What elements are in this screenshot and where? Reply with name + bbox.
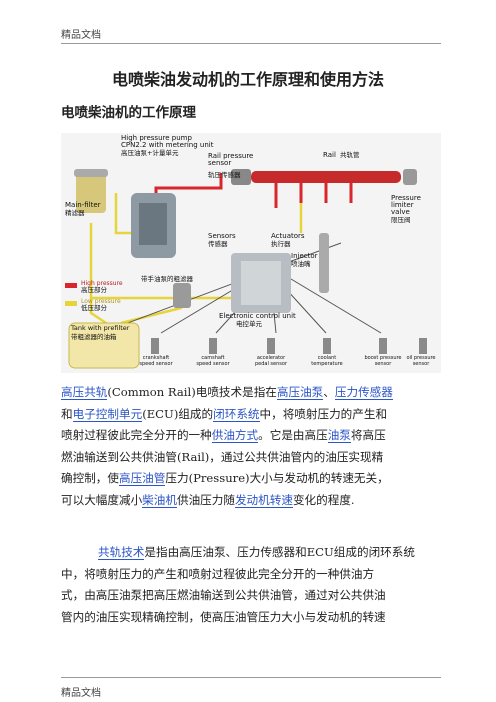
sensor-2-en2: speed sensor [196,361,230,367]
sensor-4-en1: coolant [318,355,336,361]
page-footer: 精品文档 [61,688,101,699]
mainfilter-label-zh: 精滤器 [65,208,85,217]
sensor-3-en1: accelerator [257,355,286,361]
main-filter [76,173,106,213]
injector-label-en: Injector [291,252,318,260]
legend-high-swatch [65,283,77,288]
legend-low-en: Low pressure [81,298,121,305]
link-closed-loop[interactable]: 闭环系统 [213,406,260,422]
rail-sensor-label-zh: 轨压传感器 [208,170,241,179]
sensor-5-en1: boost pressure [364,355,401,361]
limiter-label-en2: limiter [391,201,414,209]
link-pressure-sensor[interactable]: 压力传感器 [334,385,393,400]
legend-low-zh: 低压部分 [81,303,108,312]
rail-tube [251,171,401,183]
section-heading: 电喷柴油机的工作原理 [61,105,196,121]
link-engine-speed[interactable]: 发动机转速 [234,492,293,508]
rail-label-zh: 共轨管 [340,150,360,159]
link-high-pressure-pipe[interactable]: 高压油管 [118,471,166,487]
link-ecu[interactable]: 电子控制单元 [72,406,143,422]
rail-pressure-sensor [231,169,251,185]
fuel-tank [68,322,140,369]
sensor-1-en1: crankshaft [143,355,169,361]
sensor-1-en2: speed sensor [139,361,173,367]
sensor-6-en2: sensor [413,361,431,367]
paragraph-1: 高压共轨(Common Rail)电喷技术是指在高压油泵、压力传感器 和电子控制… [61,385,393,508]
injector-label-zh: 喷油嘴 [291,259,311,268]
pump-label-en2: CPN2.2 with metering unit [121,141,214,149]
actuators-label-en: Actuators [271,232,305,240]
hand-pump-prefilter [173,283,191,308]
pressure-limiter-valve [403,169,417,185]
ecu-label-zh: 电控单元 [236,319,263,328]
link-common-rail-tech[interactable]: 共轨技术 [98,545,145,560]
link-common-rail[interactable]: 高压共轨 [61,385,108,400]
handpump-label-zh: 带手油泵的粗滤器 [141,274,194,283]
legend-low-swatch [65,301,77,306]
pump-label-zh: 高压油泵+计量单元 [121,148,179,157]
page-title: 电喷柴油发动机的工作原理和使用方法 [111,70,384,89]
pump-label-en1: High pressure pump [121,134,192,142]
rail-sensor-label-en1: Rail pressure [208,152,253,160]
injector [319,233,329,293]
limiter-label-zh: 限压阀 [391,215,411,224]
tank-label-zh: 带粗滤器的油箱 [71,332,117,341]
rail-label-en: Rail [323,151,336,159]
sensors-label-en: Sensors [208,232,236,240]
link-diesel-engine[interactable]: 柴油机 [142,492,177,508]
page-header: 精品文档 [61,30,101,41]
sensors-label-zh: 传感器 [208,239,228,248]
link-oil-pump[interactable]: 油泵 [327,428,351,444]
legend-high-zh: 高压部分 [81,285,108,294]
sensor-icons [151,338,427,354]
sensor-3-en2: pedal sensor [255,361,288,367]
limiter-label-en1: Pressure [391,194,421,202]
sensor-6-en1: oil pressure [406,355,435,361]
mainfilter-label-en: Main-filter [65,201,101,209]
tank-label-en: Tank with prefilter [70,324,130,332]
header-rule [61,43,441,44]
limiter-label-en3: valve [391,208,410,216]
common-rail-diagram: High pressure pump CPN2.2 with metering … [61,133,441,373]
paragraph-2: 共轨技术是指由高压油泵、压力传感器和ECU组成的闭环系统 中，将喷射压力的产生和… [61,545,415,624]
legend-high-en: High pressure [81,280,123,287]
footer-rule [61,677,441,678]
sensor-5-en2: sensor [375,361,393,367]
sensor-4-en2: temperature [311,361,342,367]
link-high-pressure-pump[interactable]: 高压油泵 [276,385,324,400]
actuators-label-zh: 执行器 [271,239,291,248]
rail-sensor-label-en2: sensor [208,159,231,167]
link-supply-method[interactable]: 供油方式 [211,428,259,444]
ecu-label-en: Electronic control unit [219,312,296,320]
sensor-2-en1: camshaft [201,355,224,361]
